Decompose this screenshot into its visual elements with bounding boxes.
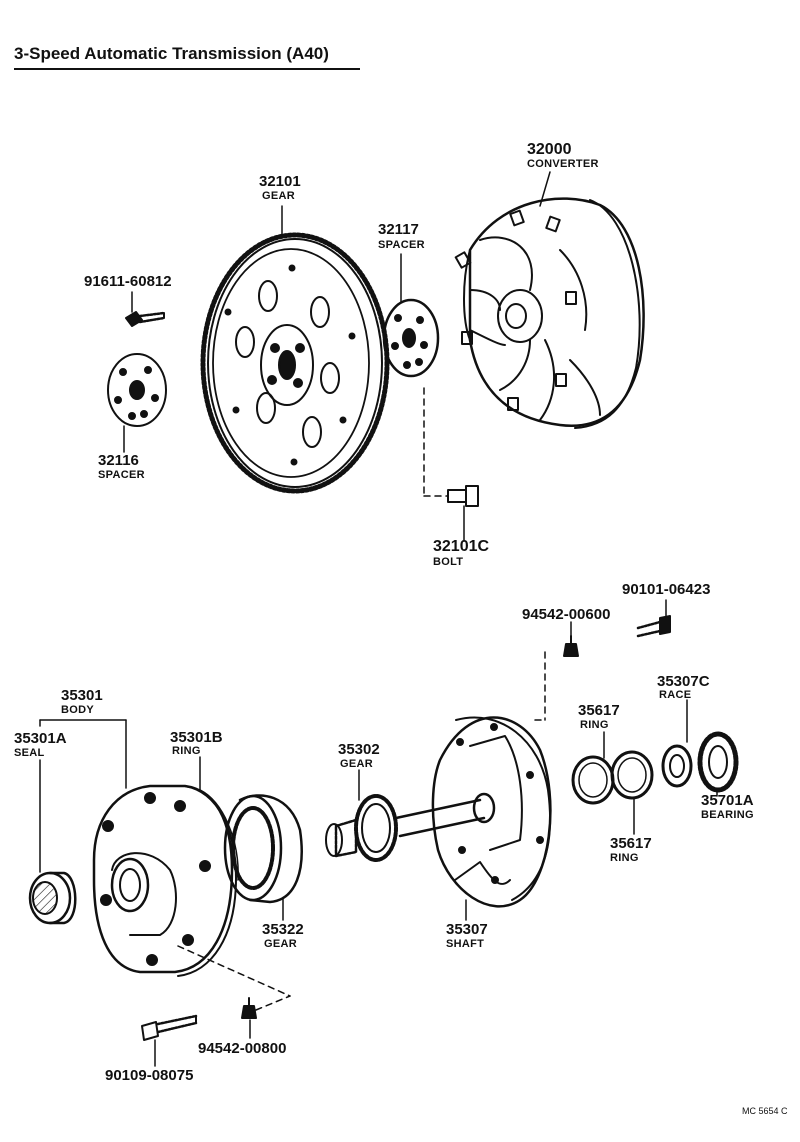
label-35301b-name: RING [172, 745, 201, 757]
bolt-91611-60812 [125, 311, 166, 327]
driven-gear-35322 [223, 794, 303, 904]
label-32101c-number: 32101C [433, 538, 490, 555]
label-35701a-name: BEARING [701, 809, 754, 821]
label-35302-number: 35302 [338, 741, 380, 758]
spacer-32117 [382, 298, 440, 378]
label-90101-06423: 90101-06423 [622, 581, 711, 598]
label-94542-00800: 94542-00800 [198, 1040, 287, 1057]
label-35307-name: SHAFT [446, 938, 485, 950]
title-underline [14, 68, 360, 70]
label-35301b-number: 35301B [170, 729, 223, 746]
label-35617-b-name: RING [610, 852, 639, 864]
label-35307-number: 35307 [446, 921, 488, 938]
label-32101-number: 32101 [259, 173, 301, 190]
seal-ring-35617-a [571, 755, 615, 805]
thrust-bearing-35701a [697, 731, 739, 793]
label-35301a-name: SEAL [14, 747, 45, 759]
oil-seal-35301a [28, 871, 77, 925]
label-35301-number: 35301 [61, 687, 103, 704]
label-35301a-number: 35301A [14, 730, 67, 747]
bolt-90109-08075 [141, 1014, 198, 1041]
label-35307c-name: RACE [659, 689, 692, 701]
label-35701a-number: 35701A [701, 792, 754, 809]
label-32000-name: CONVERTER [527, 158, 599, 170]
bolt-32101c [423, 387, 479, 507]
label-35617-b-number: 35617 [610, 835, 652, 852]
label-35307c-number: 35307C [657, 673, 710, 690]
plug-94542-00800 [177, 945, 291, 1019]
label-35302-name: GEAR [340, 758, 373, 770]
label-91611-60812: 91611-60812 [84, 273, 172, 290]
leader-lines [39, 171, 718, 1067]
label-32117-name: SPACER [378, 239, 425, 251]
spacer-32116 [107, 353, 167, 427]
drive-gear-35302 [325, 794, 398, 862]
page-title: 3-Speed Automatic Transmission (A40) [14, 44, 329, 63]
label-32116-name: SPACER [98, 469, 145, 481]
label-35322-name: GEAR [264, 938, 297, 950]
label-35301-name: BODY [61, 704, 94, 716]
thrust-race-35307c [661, 744, 693, 788]
pump-body-35301 [92, 784, 239, 977]
label-35617-a-number: 35617 [578, 702, 620, 719]
label-32101c-name: BOLT [433, 556, 464, 568]
drawing-code: MC 5654 C [742, 1106, 788, 1116]
torque-converter-32000 [454, 197, 645, 429]
plug-94542-00600 [563, 635, 579, 657]
label-32000-number: 32000 [527, 141, 572, 158]
label-35617-a-name: RING [580, 719, 609, 731]
label-32117-number: 32117 [378, 221, 419, 238]
ring-gear-32101 [200, 232, 390, 494]
stator-shaft-35307 [394, 651, 552, 908]
label-32116-number: 32116 [98, 452, 139, 469]
label-90109-08075: 90109-08075 [105, 1067, 194, 1084]
label-94542-00600: 94542-00600 [522, 606, 611, 623]
label-35322-number: 35322 [262, 921, 304, 938]
seal-ring-35617-b [610, 750, 654, 800]
bolt-90101-06423 [636, 615, 671, 638]
label-32101-name: GEAR [262, 190, 295, 202]
